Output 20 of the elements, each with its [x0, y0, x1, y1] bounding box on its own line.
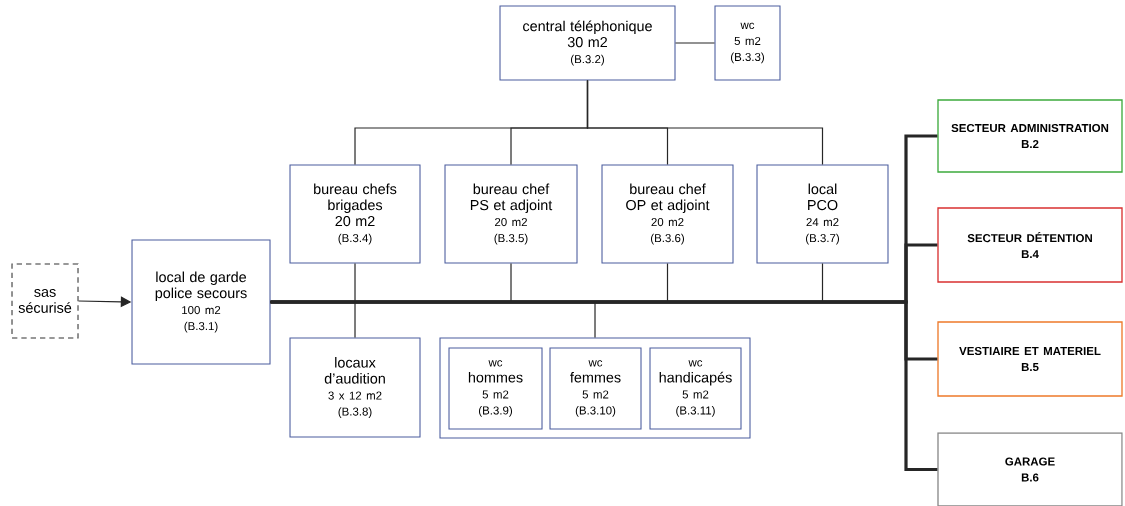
room-box: bureau chef PS et adjoint 20 m2 (B.3.5) — [444, 164, 578, 264]
sector-box: VESTIAIRE ET MATERIEL B.5 — [937, 321, 1123, 397]
room-box: local de garde police secours 100 m2 (B.3.1) — [131, 239, 271, 365]
sector-box: GARAGE B.6 — [937, 432, 1123, 506]
room-box: sas sécurisé — [11, 263, 79, 339]
room-box: wc hommes 5 m2 (B.3.9) — [448, 347, 543, 430]
connector-line — [674, 42, 716, 44]
room-box: bureau chef OP et adjoint 20 m2 (B.3.6) — [601, 164, 734, 264]
room-box: wc femmes 5 m2 (B.3.10) — [549, 347, 642, 430]
sector-box: SECTEUR DÉTENTION B.4 — [937, 207, 1123, 283]
room-box: central téléphonique 30 m2 (B.3.2) — [499, 5, 676, 81]
connector-line — [270, 300, 938, 472]
room-box: wc handicapés 5 m2 (B.3.11) — [649, 347, 742, 430]
room-box: locaux d’audition 3 x 12 m2 (B.3.8) — [289, 337, 421, 438]
room-box: wc 5 m2 (B.3.3) — [714, 5, 781, 81]
group-box — [439, 337, 751, 439]
room-box: local PCO 24 m2 (B.3.7) — [756, 164, 889, 264]
room-box: bureau chefs brigades 20 m2 (B.3.4) — [289, 164, 421, 264]
sector-box: SECTEUR ADMINISTRATION B.2 — [937, 99, 1123, 173]
connector-line — [586, 79, 824, 166]
